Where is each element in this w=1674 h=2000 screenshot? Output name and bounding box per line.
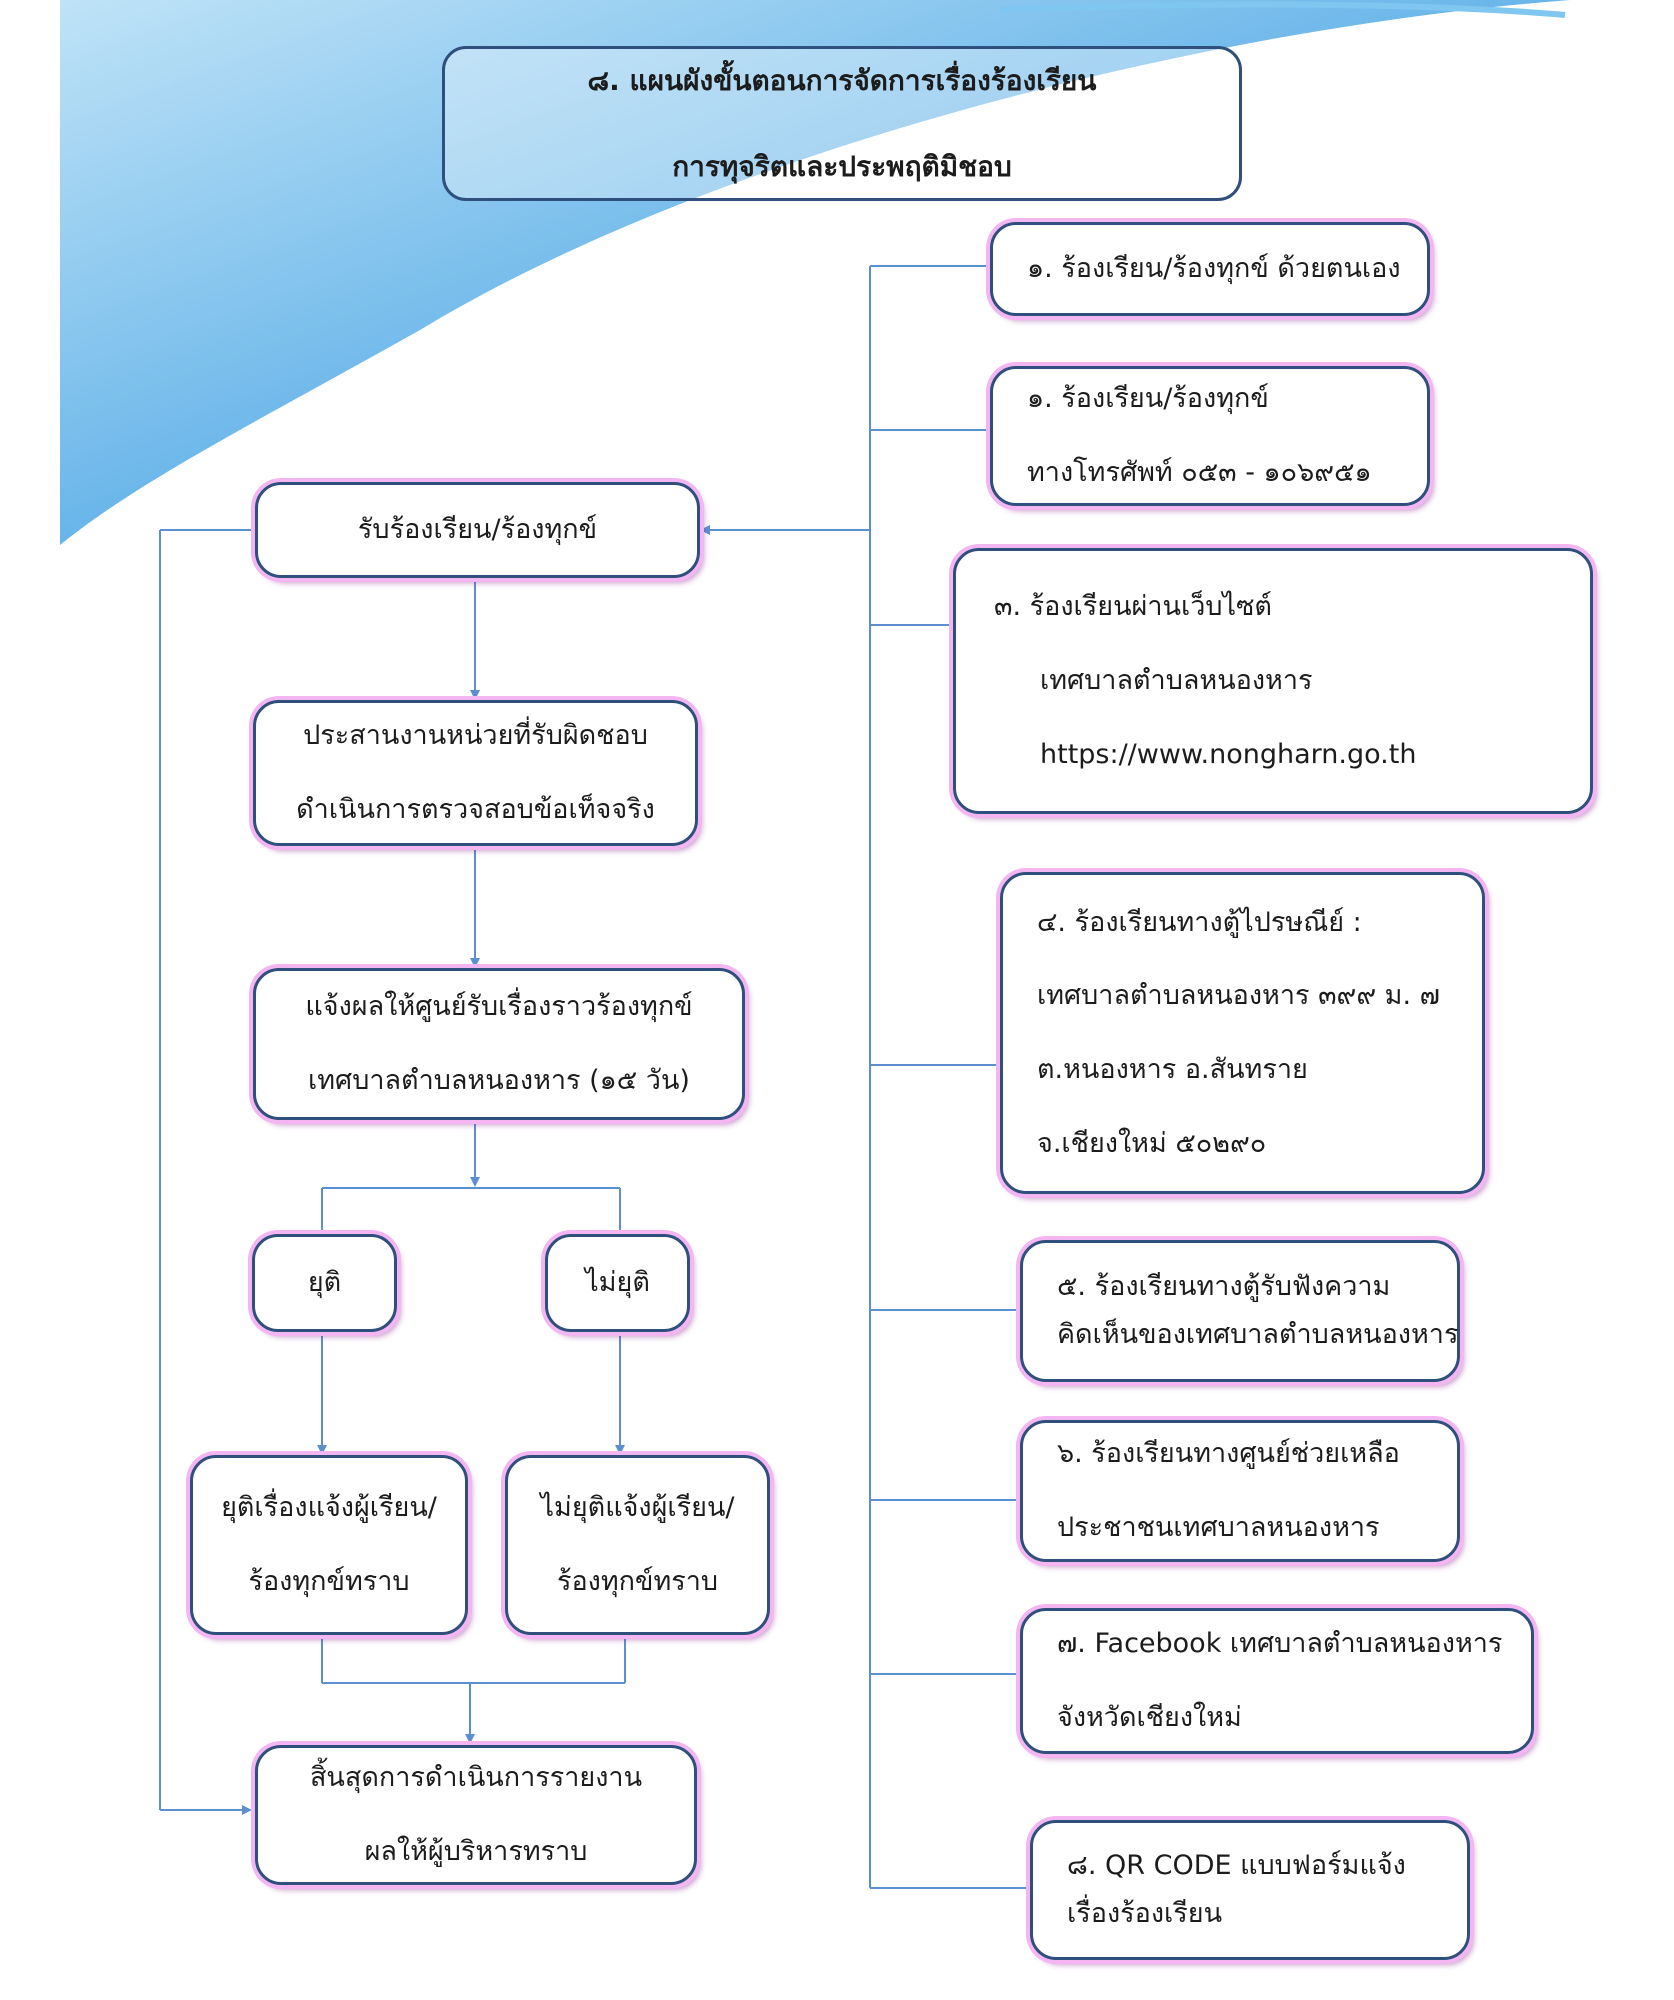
end-report-line-1: สิ้นสุดการดำเนินการรายงาน [309,1762,643,1794]
end-report-box: สิ้นสุดการดำเนินการรายงาน ผลให้ผู้บริหาร… [255,1745,697,1885]
title-line-2: การทุจริตและประพฤติมิชอบ [672,149,1012,183]
diagram-title: ๘. แผนผังขั้นตอนการจัดการเรื่องร้องเรียน… [442,46,1242,201]
not-resolved-label: ไม่ยุติ [585,1267,650,1299]
receive-complaint-box: รับร้องเรียน/ร้องทุกข์ [255,482,700,578]
channel-help-center: ๖. ร้องเรียนทางศูนย์ช่วยเหลือ ประชาชนเทศ… [1020,1420,1460,1562]
resolved-notice-line-1: ยุติเรื่องแจ้งผู้เรียน/ [221,1492,437,1524]
title-line-1: ๘. แผนผังขั้นตอนการจัดการเรื่องร้องเรียน [587,63,1097,97]
not-resolved-notice-line-1: ไม่ยุติแจ้งผู้เรียน/ [540,1492,735,1524]
channel-2-line-1: ๑. ร้องเรียน/ร้องทุกข์ [1027,383,1269,415]
not-resolved-notice-box: ไม่ยุติแจ้งผู้เรียน/ ร้องทุกข์ทราบ [505,1455,770,1635]
channel-3-line-3: https://www.nongharn.go.th [1040,738,1417,770]
not-resolved-notice-line-2: ร้องทุกข์ทราบ [556,1566,719,1597]
channel-2-line-2: ทางโทรศัพท์ ๐๕๓ - ๑๐๖๙๕๑ [1027,457,1372,488]
channel-5-line-2: คิดเห็นของเทศบาลตำบลหนองหาร [1057,1319,1459,1350]
resolved-label: ยุติ [307,1267,342,1299]
channel-postbox: ๔. ร้องเรียนทางตู้ไปรษณีย์ : เทศบาลตำบลห… [1000,872,1485,1194]
receive-complaint-label: รับร้องเรียน/ร้องทุกข์ [357,514,598,546]
channel-6-line-2: ประชาชนเทศบาลหนองหาร [1057,1512,1380,1543]
channel-3-line-2: เทศบาลตำบลหนองหาร [1040,665,1313,697]
channel-5-line-1: ๕. ร้องเรียนทางตู้รับฟังความ [1057,1271,1391,1303]
channel-website: ๓. ร้องเรียนผ่านเว็บไซต์ เทศบาลตำบลหนองห… [953,548,1593,814]
channel-6-line-1: ๖. ร้องเรียนทางศูนย์ช่วยเหลือ [1057,1438,1400,1470]
channel-8-line-1: ๘. QR CODE แบบฟอร์มแจ้ง [1067,1850,1406,1882]
channel-4-line-2: เทศบาลตำบลหนองหาร ๓๙๙ ม. ๗ [1037,980,1440,1012]
resolved-notice-line-2: ร้องทุกข์ทราบ [248,1566,410,1597]
notify-line-2: เทศบาลตำบลหนองหาร (๑๕ วัน) [308,1065,690,1096]
coordinate-unit-box: ประสานงานหน่วยที่รับผิดชอบ ดำเนินการตรวจ… [253,700,698,846]
channel-1-line-1: ๑. ร้องเรียน/ร้องทุกข์ ด้วยตนเอง [1027,253,1401,285]
notify-center-box: แจ้งผลให้ศูนย์รับเรื่องราวร้องทุกข์ เทศบ… [253,968,745,1120]
coordinate-line-1: ประสานงานหน่วยที่รับผิดชอบ [303,720,648,752]
resolved-box: ยุติ [252,1234,397,1332]
channel-in-person: ๑. ร้องเรียน/ร้องทุกข์ ด้วยตนเอง [990,222,1430,316]
end-report-line-2: ผลให้ผู้บริหารทราบ [364,1836,588,1867]
channel-7-line-1: ๗. Facebook เทศบาลตำบลหนองหาร [1057,1628,1503,1660]
channel-8-line-2: เรื่องร้องเรียน [1067,1898,1223,1929]
channel-4-line-4: จ.เชียงใหม่ ๕๐๒๙๐ [1037,1127,1267,1159]
channel-4-line-1: ๔. ร้องเรียนทางตู้ไปรษณีย์ : [1037,906,1362,938]
channel-4-line-3: ต.หนองหาร อ.สันทราย [1037,1054,1308,1085]
not-resolved-box: ไม่ยุติ [545,1234,690,1332]
resolved-notice-box: ยุติเรื่องแจ้งผู้เรียน/ ร้องทุกข์ทราบ [190,1455,468,1635]
channel-telephone: ๑. ร้องเรียน/ร้องทุกข์ ทางโทรศัพท์ ๐๕๓ -… [990,366,1430,506]
channel-qr-code: ๘. QR CODE แบบฟอร์มแจ้ง เรื่องร้องเรียน [1030,1820,1470,1960]
channel-opinion-box: ๕. ร้องเรียนทางตู้รับฟังความ คิดเห็นของเ… [1020,1240,1460,1382]
coordinate-line-2: ดำเนินการตรวจสอบข้อเท็จจริง [296,794,655,825]
notify-line-1: แจ้งผลให้ศูนย์รับเรื่องราวร้องทุกข์ [305,991,693,1023]
channel-facebook: ๗. Facebook เทศบาลตำบลหนองหาร จังหวัดเชี… [1020,1608,1534,1754]
channel-3-line-1: ๓. ร้องเรียนผ่านเว็บไซต์ [994,591,1272,623]
channel-7-line-2: จังหวัดเชียงใหม่ [1057,1702,1242,1733]
